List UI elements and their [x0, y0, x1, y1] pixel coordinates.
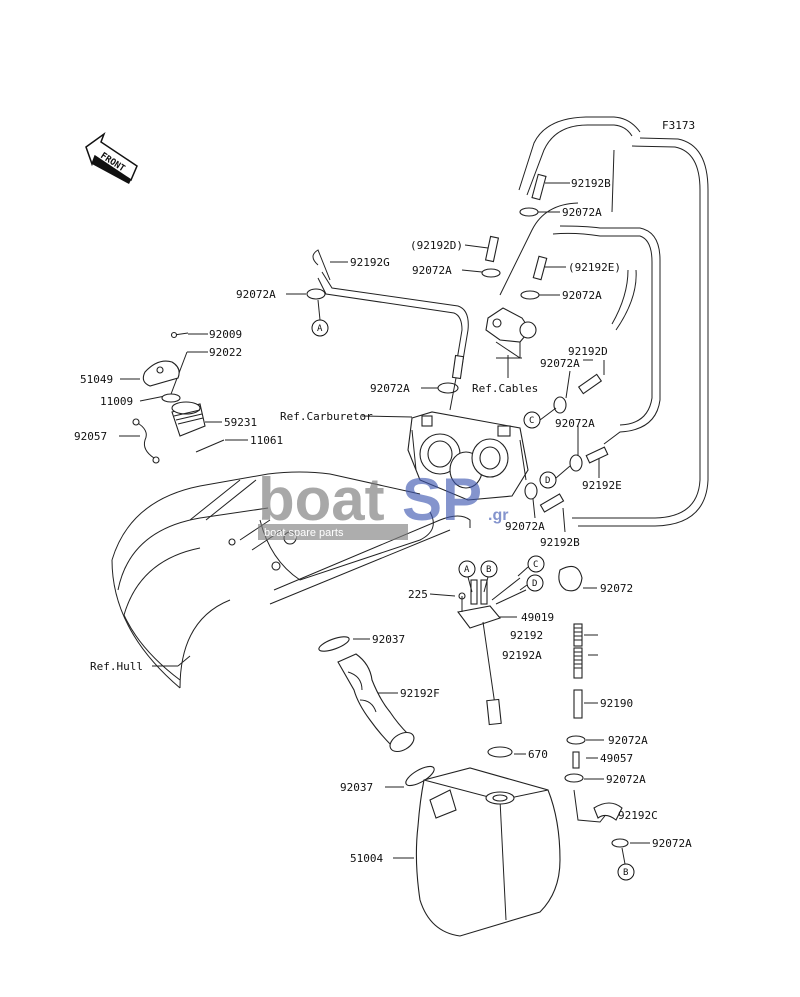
- label-92192B: 92192B: [540, 536, 580, 549]
- ref-hull-pointer: [177, 655, 191, 667]
- svg-text:A: A: [317, 324, 323, 334]
- watermark-tld: .gr: [488, 507, 508, 524]
- svg-text:A: A: [464, 565, 470, 575]
- callout-C-mid: C: [523, 407, 557, 429]
- label-92057: 92057: [74, 430, 107, 443]
- joint-49057: [572, 751, 580, 769]
- label-92192D: 92192D: [568, 345, 608, 358]
- label-92022: 92022: [209, 346, 242, 359]
- label-92072: 92072: [600, 582, 633, 595]
- filler-hose-92192F: [337, 653, 415, 753]
- filler-cap-51049: [142, 360, 180, 387]
- label-92072A-6: 92072A: [370, 382, 410, 395]
- svg-text:D: D: [532, 579, 537, 589]
- leader-lines: [119, 182, 650, 859]
- label-11009: 11009: [100, 395, 133, 408]
- callout-A-top: A: [311, 299, 329, 337]
- label-92192: 92192: [510, 629, 543, 642]
- label-92009: 92009: [209, 328, 242, 341]
- label-51049: 51049: [80, 373, 113, 386]
- label-92192B-paren: 92192B: [571, 177, 611, 190]
- label-11061: 11061: [250, 434, 283, 447]
- hose-92192D-upper: [484, 235, 500, 263]
- label-92192D-paren: (92192D): [410, 239, 463, 252]
- vent-hose-loops: [499, 116, 709, 527]
- label-92072A-8: 92072A: [505, 520, 545, 533]
- watermark-brand-b: SP: [402, 466, 482, 533]
- label-92192C: 92192C: [618, 809, 658, 822]
- label-49057: 49057: [600, 752, 633, 765]
- svg-text:B: B: [623, 868, 628, 878]
- label-225: 225: [408, 588, 428, 601]
- callout-D-pickup: D: [519, 574, 544, 592]
- label-92072A-7: 92072A: [555, 417, 595, 430]
- watermark-brand-a: boat: [258, 466, 385, 533]
- label-92072A-3: 92072A: [562, 289, 602, 302]
- svg-text:D: D: [545, 476, 550, 486]
- clamp-92072: [558, 565, 583, 592]
- fuel-pickup-49019: [457, 577, 527, 726]
- callout-B-bottom: B: [617, 847, 635, 881]
- label-49019: 49019: [521, 611, 554, 624]
- gasket-11061: [195, 439, 225, 453]
- front-arrow-icon: FRONT: [85, 131, 138, 184]
- label-51004: 51004: [350, 852, 383, 865]
- hose-92192: [573, 623, 583, 647]
- hose-92192E-upper: [532, 255, 548, 281]
- label-92192G: 92192G: [350, 256, 390, 269]
- label-92072A-11: 92072A: [652, 837, 692, 850]
- label-92037-2: 92037: [340, 781, 373, 794]
- oring-11009: [161, 393, 181, 403]
- label-ref-carburetor: Ref.Carburetor: [280, 410, 373, 423]
- callout-A-pickup: A: [458, 560, 476, 593]
- svg-text:B: B: [486, 565, 491, 575]
- label-92072A-5: 92072A: [540, 357, 580, 370]
- hose-92192B-upper: [531, 173, 547, 201]
- label-92192E-paren: (92192E): [568, 261, 621, 274]
- hose-92192E-lower: [585, 446, 609, 464]
- hose-92192C: [573, 789, 623, 823]
- callout-B-pickup: B: [480, 560, 498, 593]
- part-labels: 92192B 92072A (92192D) 92072A (92192E) 9…: [74, 177, 692, 865]
- label-92072A-1: 92072A: [562, 206, 602, 219]
- screw-92009: [170, 331, 189, 339]
- label-ref-hull: Ref.Hull: [90, 660, 143, 673]
- watermark-tagline: boat spare parts: [264, 527, 344, 539]
- label-92072A-2: 92072A: [412, 264, 452, 277]
- callout-C-pickup: C: [517, 555, 545, 577]
- label-92192E: 92192E: [582, 479, 622, 492]
- label-92072A-10: 92072A: [606, 773, 646, 786]
- label-92190: 92190: [600, 697, 633, 710]
- clamp-92037-upper: [318, 636, 350, 652]
- label-92072A-9: 92072A: [608, 734, 648, 747]
- strap-92057: [132, 418, 160, 464]
- hose-92192D-lower: [577, 373, 603, 395]
- label-92192F: 92192F: [400, 687, 440, 700]
- label-59231: 59231: [224, 416, 257, 429]
- hose-92192G: [312, 249, 469, 411]
- figure-code: F3173: [662, 119, 695, 132]
- watermark-logo: boat SP .gr boat spare parts: [258, 466, 508, 540]
- cable-bracket-part: [485, 307, 537, 359]
- label-92192A: 92192A: [502, 649, 542, 662]
- hose-92192B-lower: [539, 493, 565, 513]
- label-ref-cables: Ref.Cables: [472, 382, 538, 395]
- svg-text:C: C: [529, 416, 534, 426]
- fuel-tank-51004: [415, 746, 561, 937]
- hose-92190: [573, 689, 583, 719]
- callout-D-mid: D: [539, 465, 571, 489]
- label-670: 670: [528, 748, 548, 761]
- hose-92192A: [573, 647, 583, 679]
- label-92037-1: 92037: [372, 633, 405, 646]
- svg-text:C: C: [533, 560, 538, 570]
- carburetor-assembly: [407, 411, 529, 501]
- filler-neck-59231: [171, 401, 206, 437]
- label-92072A-4: 92072A: [236, 288, 276, 301]
- clamp-92037-lower: [405, 765, 435, 787]
